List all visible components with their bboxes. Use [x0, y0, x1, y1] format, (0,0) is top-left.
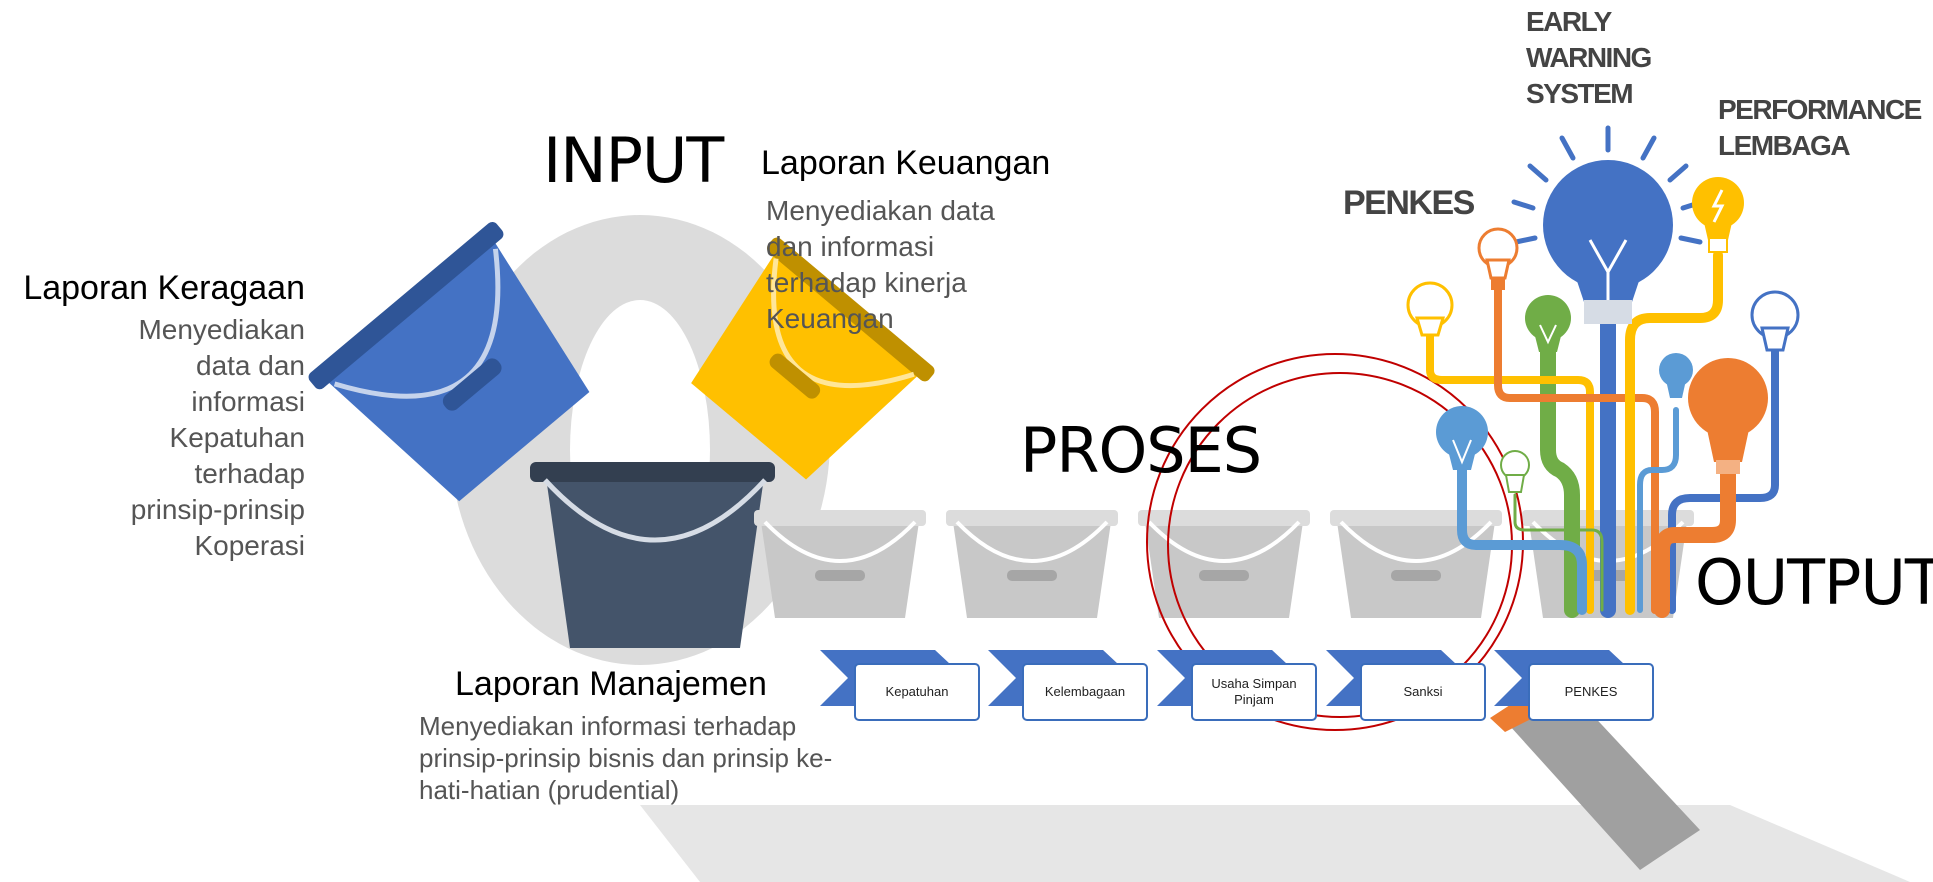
green-bulb	[1525, 295, 1571, 352]
gray-bucket	[1138, 510, 1310, 618]
laporan-keuangan-title: Laporan Keuangan	[761, 144, 1051, 182]
laporan-keuangan-description: Menyediakan data dan informasi terhadap …	[766, 195, 995, 334]
step-usaha-simpan-pinjam: Usaha Simpan Pinjam	[1191, 663, 1317, 721]
step-sanksi: Sanksi	[1360, 663, 1486, 721]
laporan-manajemen-description: Menyediakan informasi terhadap prinsip-p…	[419, 711, 833, 805]
exit-chute	[1500, 680, 1700, 870]
performance-lembaga-label: PERFORMANCE LEMBAGA	[1718, 94, 1922, 161]
small-blue-bulb	[1659, 353, 1693, 398]
laporan-keragaan-title: Laporan Keragaan	[23, 269, 305, 307]
input-label: INPUT	[543, 124, 724, 197]
light-blue-bulb	[1436, 406, 1488, 470]
early-warning-system-label: EARLY WARNING SYSTEM	[1526, 6, 1652, 109]
orange-bulb	[1688, 358, 1768, 474]
blue-outline-bulb	[1750, 290, 1800, 352]
big-blue-bulb	[1511, 125, 1705, 324]
laporan-manajemen-title: Laporan Manajemen	[455, 665, 767, 703]
green-outline-bulb	[1500, 450, 1530, 493]
yellow-bulb	[1692, 177, 1744, 253]
navy-bucket	[530, 462, 775, 648]
gray-bucket	[946, 510, 1118, 618]
floor-shadow	[640, 805, 1910, 882]
step-penkes: PENKES	[1528, 663, 1654, 721]
bulb-pipes	[1426, 250, 1779, 618]
gray-bucket	[754, 510, 926, 618]
orange-outline-bulb	[1477, 227, 1519, 290]
yellow-bucket	[691, 237, 935, 480]
blue-bucket	[308, 222, 590, 502]
yellow-outline-bulb	[1406, 281, 1454, 337]
laporan-keragaan-description: Menyediakan data dan informasi Kepatuhan…	[130, 314, 305, 561]
proses-label: PROSES	[1020, 414, 1262, 487]
gray-bucket	[1330, 510, 1502, 618]
step-kepatuhan: Kepatuhan	[854, 663, 980, 721]
penkes-output-label: PENKES	[1343, 184, 1475, 222]
gray-buckets	[754, 510, 1694, 618]
output-label: OUTPUT	[1695, 546, 1933, 619]
step-kelembagaan: Kelembagaan	[1022, 663, 1148, 721]
